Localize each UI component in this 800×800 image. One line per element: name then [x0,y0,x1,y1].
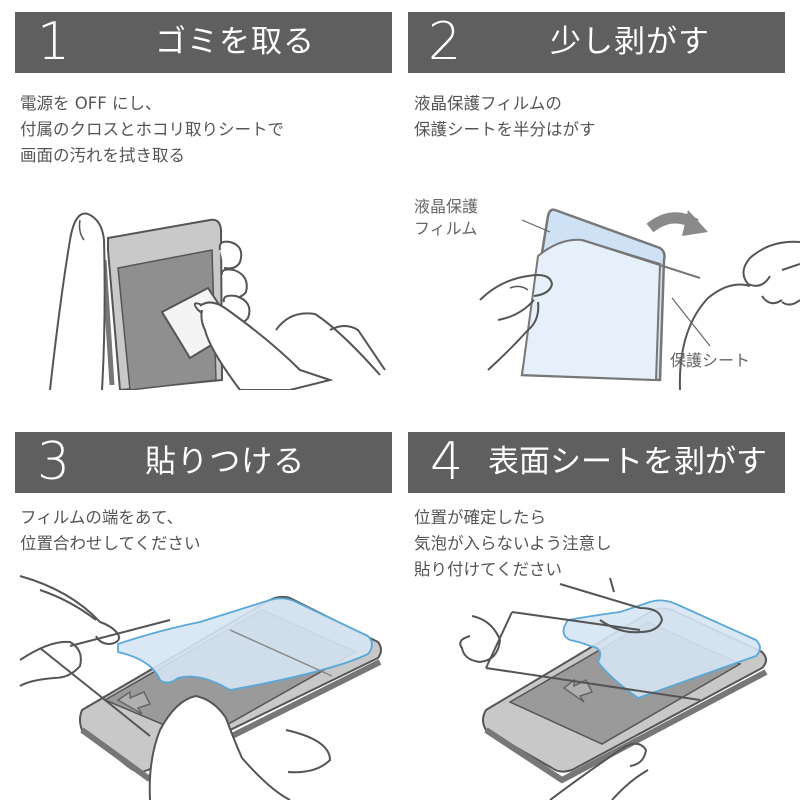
step-2-panel: 2 少し剥がす 液晶保護フィルムの 保護シートを半分はがす 液晶保護 フィルム … [400,0,800,420]
description-line: 液晶保護フィルムの [414,94,562,113]
description-line: 画面の汚れを拭き取る [20,146,185,165]
step-3-title: 貼りつける [145,444,306,480]
callout-line: フィルム [414,219,478,238]
description-line: 気泡が入らないよう注意し [414,534,612,553]
description-line: 保護シートを半分はがす [414,120,596,139]
step-4-number: 4 [430,432,464,492]
step-3-number: 3 [37,432,71,492]
step-1-panel: 1 ゴミを取る 電源を OFF にし、 付属のクロスとホコリ取りシートで 画面の… [0,0,400,420]
callout-line: 液晶保護 [414,197,479,216]
pressing-film-illustration [459,577,768,800]
step-4-description: 位置が確定したら 気泡が入らないよう注意し 貼り付けてください [414,505,612,583]
step-4-panel: 4 表面シートを剥がす 位置が確定したら 気泡が入らないよう注意し 貼り付けてく… [400,420,800,800]
description-line: 付属のクロスとホコリ取りシートで [20,120,284,139]
step-1-number: 1 [37,12,71,72]
step-2-description: 液晶保護フィルムの 保護シートを半分はがす [414,91,596,143]
step-3-description: フィルムの端をあて、 位置合わせしてください [20,505,201,557]
peeling-sheet-illustration [479,208,800,390]
description-line: 位置合わせしてください [20,534,201,553]
wiping-phone-illustration [49,212,386,390]
step-3-panel: 3 貼りつける フィルムの端をあて、 位置合わせしてください [0,420,400,800]
description-line: 位置が確定したら [414,508,546,527]
step-1-header: 1 ゴミを取る [15,12,392,73]
description-line: フィルムの端をあて、 [20,508,184,527]
step-3-header: 3 貼りつける [15,432,392,493]
film-callout: 液晶保護 フィルム [414,196,478,240]
description-line: 貼り付けてください [414,560,563,579]
sheet-callout: 保護シート [670,351,751,370]
aligning-film-illustration [19,575,382,800]
description-line: 電源を OFF にし、 [20,94,162,113]
step-2-number: 2 [428,12,462,72]
step-2-header: 2 少し剥がす [408,12,785,73]
step-4-header: 4 表面シートを剥がす [408,432,785,493]
step-1-title: ゴミを取る [155,24,315,60]
step-1-description: 電源を OFF にし、 付属のクロスとホコリ取りシートで 画面の汚れを拭き取る [20,91,284,169]
step-4-title: 表面シートを剥がす [488,444,767,480]
step-2-title: 少し剥がす [550,24,710,60]
